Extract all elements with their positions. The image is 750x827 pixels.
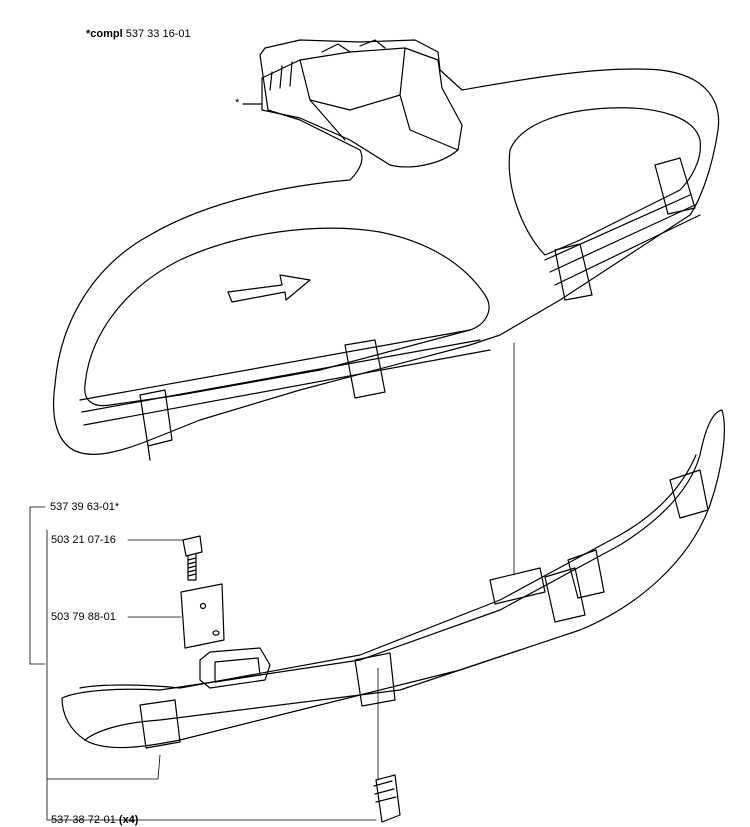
clip-callout: 537 38 72-01 (x4) [51,814,138,826]
clip-number: 537 38 72-01 [51,814,116,826]
screw-illustration [182,535,203,581]
guard-kit-callout: 537 39 63-01* [50,501,120,513]
header-part-number: *compl 537 33 16-01 [86,28,191,40]
header-prefix: *compl [86,28,123,40]
clip-qty: (x4) [118,814,139,826]
header-number: 537 33 16-01 [125,28,191,40]
asterisk-marker: * [235,97,240,109]
blade-holder-strip-illustration [61,409,725,749]
plate-illustration [180,583,225,649]
plate-callout: 503 79 88-01 [51,611,116,623]
callout-leaders [29,506,377,821]
clip-illustration [373,774,401,823]
trimmer-guard-illustration [52,39,720,461]
screw-callout: 503 21 07-16 [51,534,116,546]
